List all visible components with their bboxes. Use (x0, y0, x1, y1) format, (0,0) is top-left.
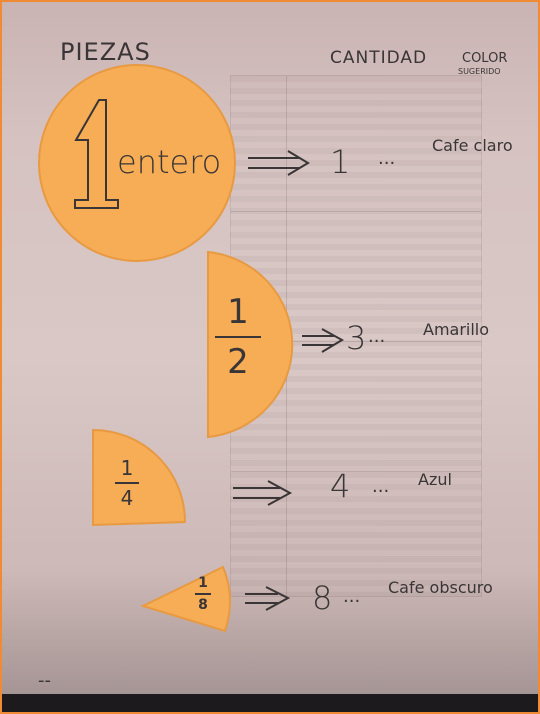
half-circle-piece (207, 250, 294, 439)
color-label: Cafe obscuro (388, 578, 493, 597)
whole-label: entero (117, 143, 222, 181)
fraction-numerator: 1 (120, 456, 134, 480)
corner-mark: -- (38, 670, 51, 691)
whole-circle-piece (38, 64, 236, 262)
fraction-denominator: 8 (198, 597, 208, 613)
eighth-fraction: 1 8 (193, 575, 213, 613)
quarter-circle-piece (92, 428, 187, 527)
arrow-icon (233, 480, 293, 506)
quantity-value: 4 (330, 467, 351, 505)
fraction-bar (195, 593, 211, 595)
quantity-value: 1 (330, 143, 351, 181)
quantity-value: 3 (346, 319, 367, 357)
outlined-one-glyph (74, 99, 119, 209)
eighth-circle-piece (140, 565, 232, 633)
color-label: Azul (418, 470, 452, 489)
color-subheader: SUGERIDO (458, 67, 501, 76)
quantity-header: CANTIDAD (330, 48, 428, 68)
fraction-denominator: 2 (227, 342, 249, 382)
fraction-numerator: 1 (198, 575, 208, 591)
quarter-fraction: 1 4 (113, 456, 141, 510)
half-fraction: 1 2 (215, 292, 261, 382)
grid-line (231, 211, 481, 212)
arrow-icon (245, 586, 291, 611)
fraction-bar (115, 482, 139, 484)
leader-dots: ... (343, 586, 361, 607)
color-label: Amarillo (423, 320, 490, 339)
grid-line (231, 471, 481, 472)
arrow-icon (302, 328, 345, 353)
fraction-bar (215, 336, 261, 338)
color-header: COLOR (462, 51, 508, 66)
pieces-header: PIEZAS (60, 38, 151, 66)
grid-line (231, 341, 481, 342)
fraction-numerator: 1 (227, 292, 249, 332)
leader-dots: ... (368, 326, 386, 347)
arrow-icon (248, 150, 310, 176)
fraction-denominator: 4 (120, 486, 134, 510)
bottom-shadow (0, 694, 540, 714)
color-label: Cafe claro (432, 136, 513, 155)
leader-dots: ... (378, 148, 396, 169)
leader-dots: ... (372, 476, 390, 497)
quantity-value: 8 (312, 579, 333, 617)
